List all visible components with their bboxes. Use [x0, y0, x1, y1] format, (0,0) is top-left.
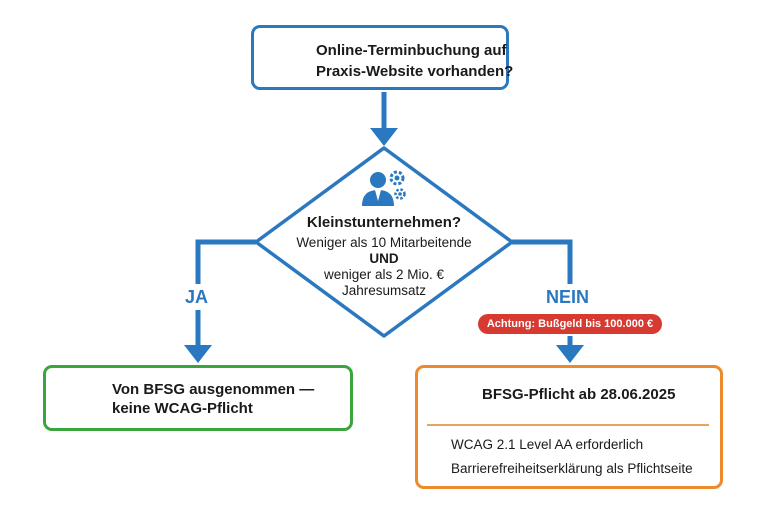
connector-yes-branch — [184, 239, 256, 363]
exempt-line-1: Von BFSG ausgenommen — — [112, 381, 315, 398]
exempt-result-text: Von BFSG ausgenommen — keine WCAG-Pflich… — [112, 380, 342, 418]
decision-criterion-revenue: weniger als 2 Mio. € — [323, 267, 445, 282]
requirement-item-statement: Barrierefreiheitserklärung als Pflichtse… — [451, 461, 693, 476]
exempt-result-node — [43, 365, 353, 431]
connector-question-to-decision — [370, 92, 398, 146]
exempt-line-2: keine WCAG-Pflicht — [112, 400, 253, 417]
decision-diamond — [254, 146, 514, 338]
fine-warning-badge: Achtung: Bußgeld bis 100.000 € — [478, 314, 662, 334]
yes-branch-label: JA — [185, 287, 209, 307]
no-branch-label: NEIN — [546, 287, 590, 307]
question-line-1: Online-Terminbuchung auf — [316, 42, 507, 59]
question-node — [251, 25, 509, 90]
obligation-result-node — [415, 365, 723, 489]
obligation-divider — [427, 424, 709, 426]
decision-conjunction: UND — [369, 251, 399, 266]
question-line-2: Praxis-Website vorhanden? — [316, 63, 514, 80]
connector-no-branch — [512, 239, 584, 363]
business-person-gears-icon — [362, 170, 406, 206]
decision-criterion-revenue-unit: Jahresumsatz — [341, 283, 427, 298]
question-text: Online-Terminbuchung auf Praxis-Website … — [316, 40, 516, 82]
requirement-item-wcag: WCAG 2.1 Level AA erforderlich — [451, 437, 644, 452]
decision-criterion-employees: Weniger als 10 Mitarbeitende — [296, 235, 472, 250]
decision-title: Kleinstunternehmen? — [306, 214, 462, 231]
obligation-title: BFSG-Pflicht ab 28.06.2025 — [482, 386, 676, 403]
